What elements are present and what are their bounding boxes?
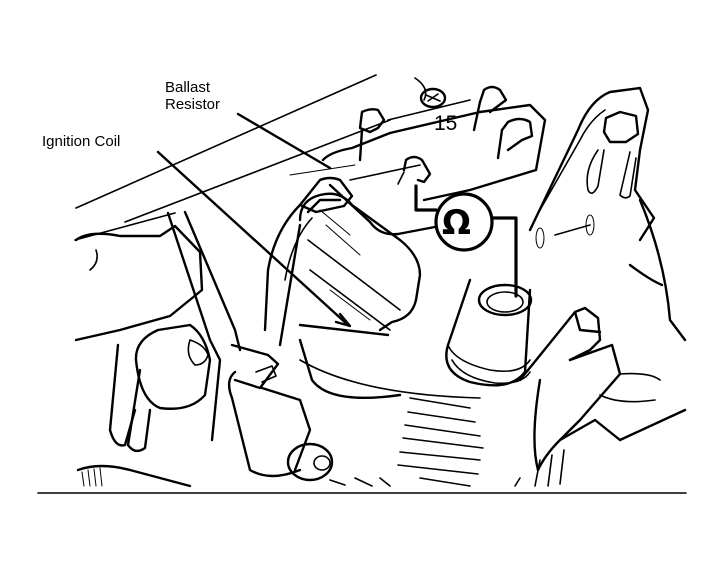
leader-arrowhead: [334, 312, 352, 328]
spark-plug-wire: [518, 306, 687, 487]
lower-hose: [76, 464, 192, 488]
ballast-label-line-1: Ballast: [165, 79, 211, 96]
callout-number-15: 15: [434, 112, 458, 135]
ballast-resistor-leader: [236, 112, 332, 170]
ohmmeter-circle: [434, 192, 494, 252]
coil-cooling-fins: [397, 397, 484, 475]
ballast-resistor-label: Ballast Resistor: [165, 79, 220, 113]
lower-detail-fragments: [329, 477, 521, 487]
coil-tower: [445, 278, 533, 387]
terminal-4: [402, 155, 432, 184]
ohmmeter-probe-leads: [414, 184, 518, 298]
ignition-coil-label: Ignition Coil: [42, 133, 121, 150]
label-leader-lines: [156, 112, 352, 328]
ballast-resistor: [321, 85, 547, 236]
mounting-bolt: [419, 87, 447, 109]
ignition-coil: [278, 164, 533, 475]
background-frame-lines: [74, 74, 471, 241]
ballast-label-line-2: Resistor: [165, 96, 221, 113]
ohm-symbol: Ω: [442, 203, 471, 243]
left-bracket-assembly: [74, 210, 334, 482]
right-bracket: [528, 86, 687, 342]
terminal-2: [478, 85, 508, 114]
ignition-coil-leader: [156, 150, 350, 327]
hex-bolt: [602, 110, 640, 144]
resistor-connector: [263, 176, 354, 332]
terminal-1: [358, 108, 386, 134]
terminal-3: [500, 117, 534, 152]
